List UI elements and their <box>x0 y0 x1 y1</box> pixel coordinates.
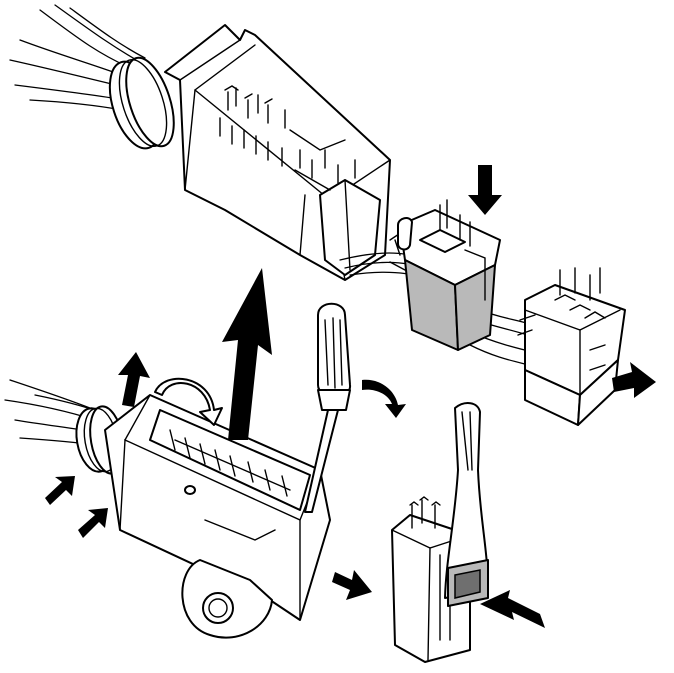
curved-arrow-icon <box>154 377 406 426</box>
white-terminal-insert <box>517 267 626 426</box>
top-connector-pins <box>219 85 356 191</box>
gray-terminal-insert <box>389 199 501 351</box>
bottom-main-connector <box>104 394 331 639</box>
top-main-connector <box>164 24 391 281</box>
down-arrow-icon <box>468 165 502 215</box>
right-arrow-icon <box>612 362 656 398</box>
left-arrow-icon-closeup <box>480 590 545 628</box>
closeup-release-tool <box>444 402 489 607</box>
right-arrow-icon-lower <box>332 570 372 600</box>
left-arrows-icon <box>45 476 108 538</box>
up-arrow-icon <box>118 268 272 440</box>
screwdriver-icon <box>304 302 351 513</box>
top-wire-bundle <box>9 4 146 111</box>
top-grommet <box>108 56 175 150</box>
